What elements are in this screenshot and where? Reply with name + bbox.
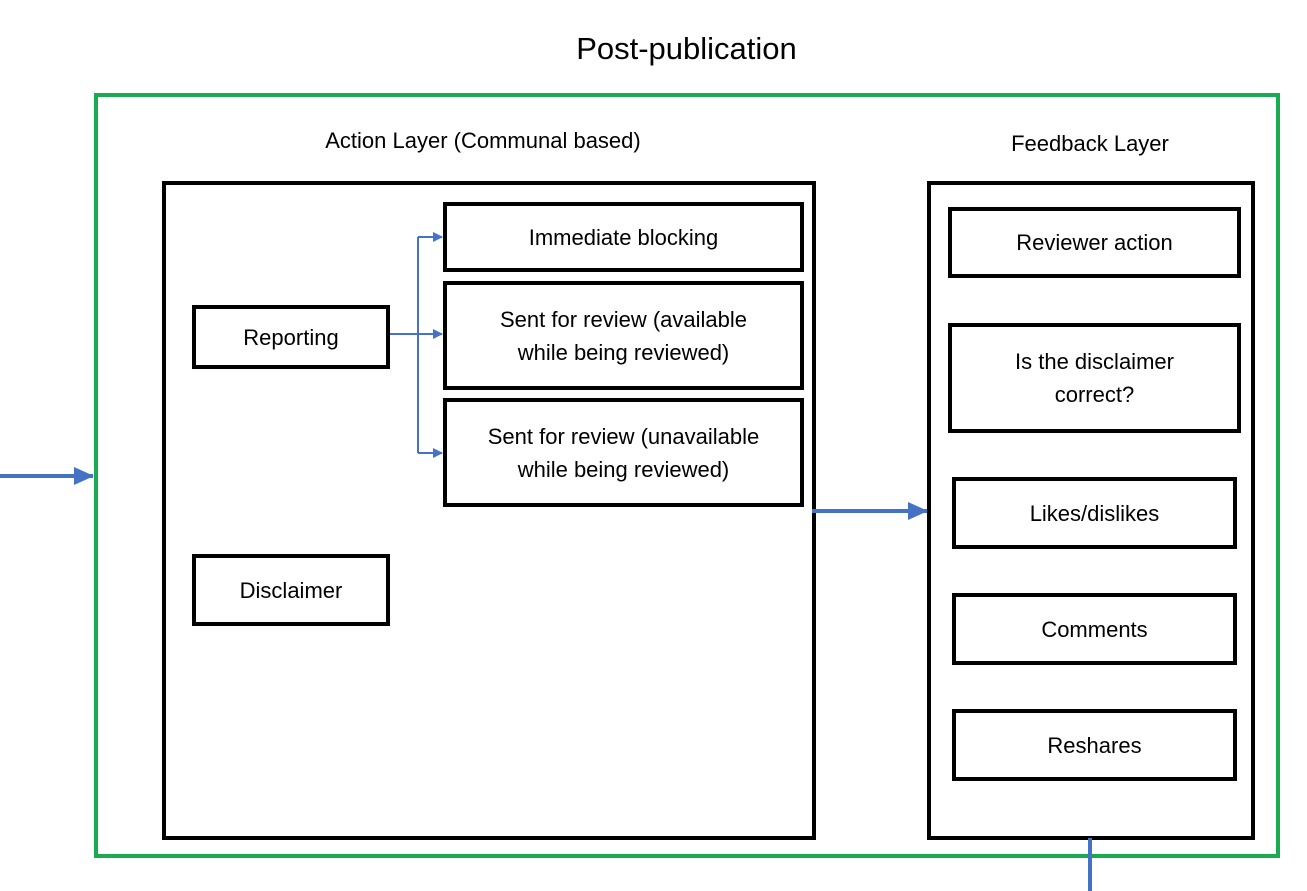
reshares-box: Reshares [952,709,1237,781]
action-layer-label: Action Layer (Communal based) [325,128,641,153]
likes-dislikes-box: Likes/dislikes [952,477,1237,549]
immediate-blocking-box: Immediate blocking [443,202,804,272]
outcome-text-line1: Sent for review (unavailable [487,423,760,449]
outcome-text-line1: Immediate blocking [528,224,719,250]
feedback-item-label: Likes/dislikes [1029,500,1160,526]
outcome-text-line1: Sent for review (available [499,306,747,332]
disclaimer-label: Disclaimer [239,577,343,603]
disclaimer-correct-box: Is the disclaimer correct? [948,323,1241,433]
diagram-title: Post-publication [576,31,797,66]
feedback-item-label: Reviewer action [1016,230,1173,255]
outcome-text-line2: while being reviewed) [517,339,730,365]
disclaimer-box: Disclaimer [192,554,390,626]
review-available-box: Sent for review (available while being r… [443,281,804,390]
outcome-text-line2: while being reviewed) [517,456,730,482]
review-unavailable-box: Sent for review (unavailable while being… [443,398,804,507]
feedback-item-line2: correct? [1054,382,1135,407]
feedback-layer-label: Feedback Layer [1011,131,1169,156]
post-publication-container [94,93,1280,858]
feedback-item-label: Reshares [1047,732,1142,758]
feedback-item-label: Comments [1041,616,1148,642]
feedback-item-line1: Is the disclaimer [1015,349,1174,374]
comments-box: Comments [952,593,1237,665]
reporting-box: Reporting [192,305,390,369]
reporting-label: Reporting [243,324,339,350]
reviewer-action-box: Reviewer action [948,207,1241,278]
